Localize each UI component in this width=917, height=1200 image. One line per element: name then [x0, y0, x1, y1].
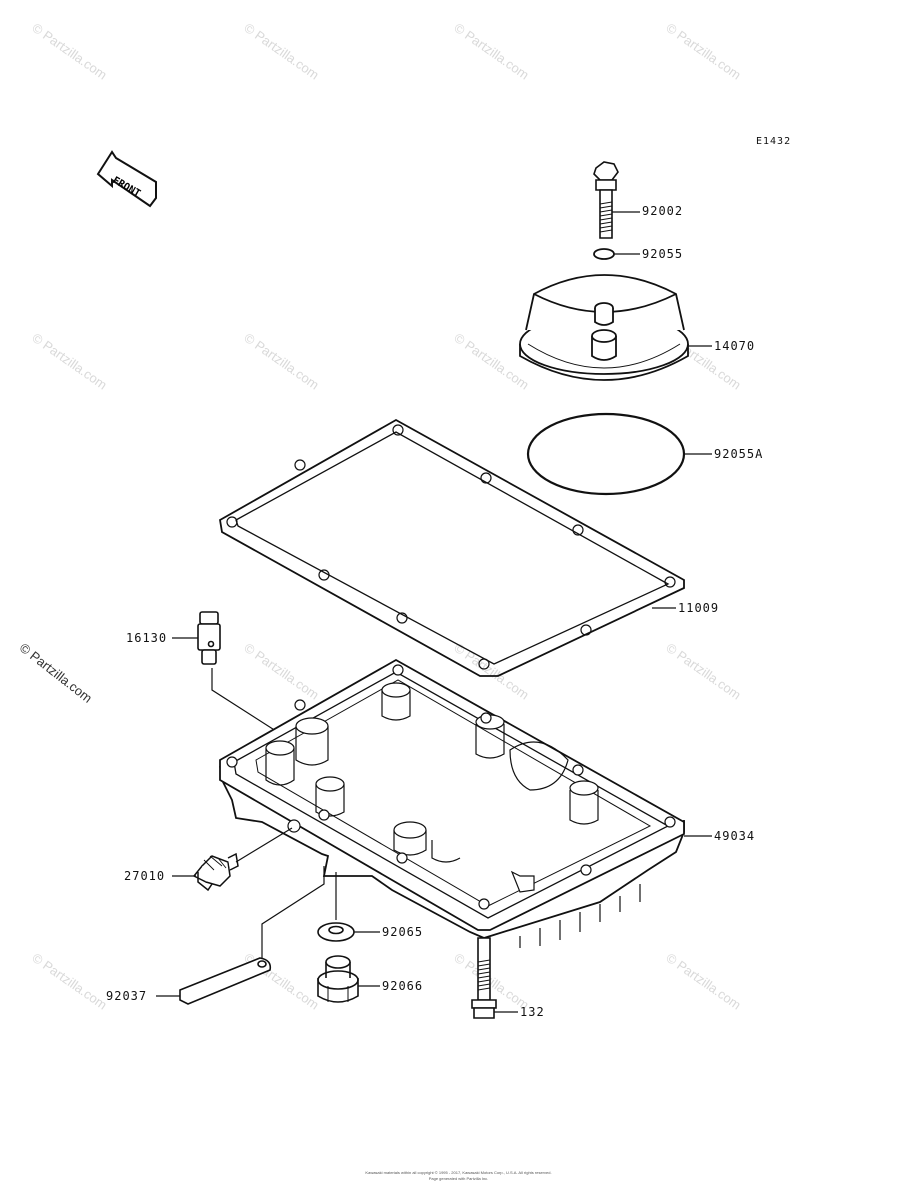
part-label-92055a[interactable]: 92055A	[714, 447, 764, 461]
front-arrow: FRONT	[96, 150, 157, 208]
leader-27010-pan	[235, 827, 293, 863]
part-label-16130[interactable]: 16130	[126, 631, 168, 645]
bolt-92002	[593, 161, 619, 239]
switch-27010	[192, 852, 239, 892]
fitting-16130	[197, 611, 221, 665]
part-label-49034[interactable]: 49034	[714, 829, 756, 843]
part-label-14070[interactable]: 14070	[714, 339, 756, 353]
bolt-132	[471, 937, 497, 1019]
part-label-27010[interactable]: 27010	[124, 869, 166, 883]
washer-92065	[317, 922, 355, 942]
part-label-92066[interactable]: 92066	[382, 979, 424, 993]
part-label-92055[interactable]: 92055	[642, 247, 684, 261]
part-label-92002[interactable]: 92002	[642, 204, 684, 218]
cover-14070	[519, 274, 689, 381]
plug-92066	[317, 955, 359, 1003]
part-label-132[interactable]: 132	[520, 1005, 545, 1019]
leader-92037-pan	[261, 866, 325, 958]
oil-pan-49034	[219, 658, 685, 948]
bracket-92037	[179, 957, 272, 1005]
part-label-92065[interactable]: 92065	[382, 925, 424, 939]
gasket-11009	[219, 418, 685, 677]
o-ring-92055a	[526, 412, 686, 496]
footer-copyright: Kawasaki materials within all copyright …	[365, 1170, 552, 1175]
diagram-id: E1432	[756, 136, 792, 147]
part-label-11009[interactable]: 11009	[678, 601, 720, 615]
washer-92055	[593, 248, 615, 260]
part-label-92037[interactable]: 92037	[106, 989, 148, 1003]
leader-16130-pan	[211, 668, 291, 741]
footer-generated: Page generated with Partzilla Inc.	[428, 1176, 489, 1181]
